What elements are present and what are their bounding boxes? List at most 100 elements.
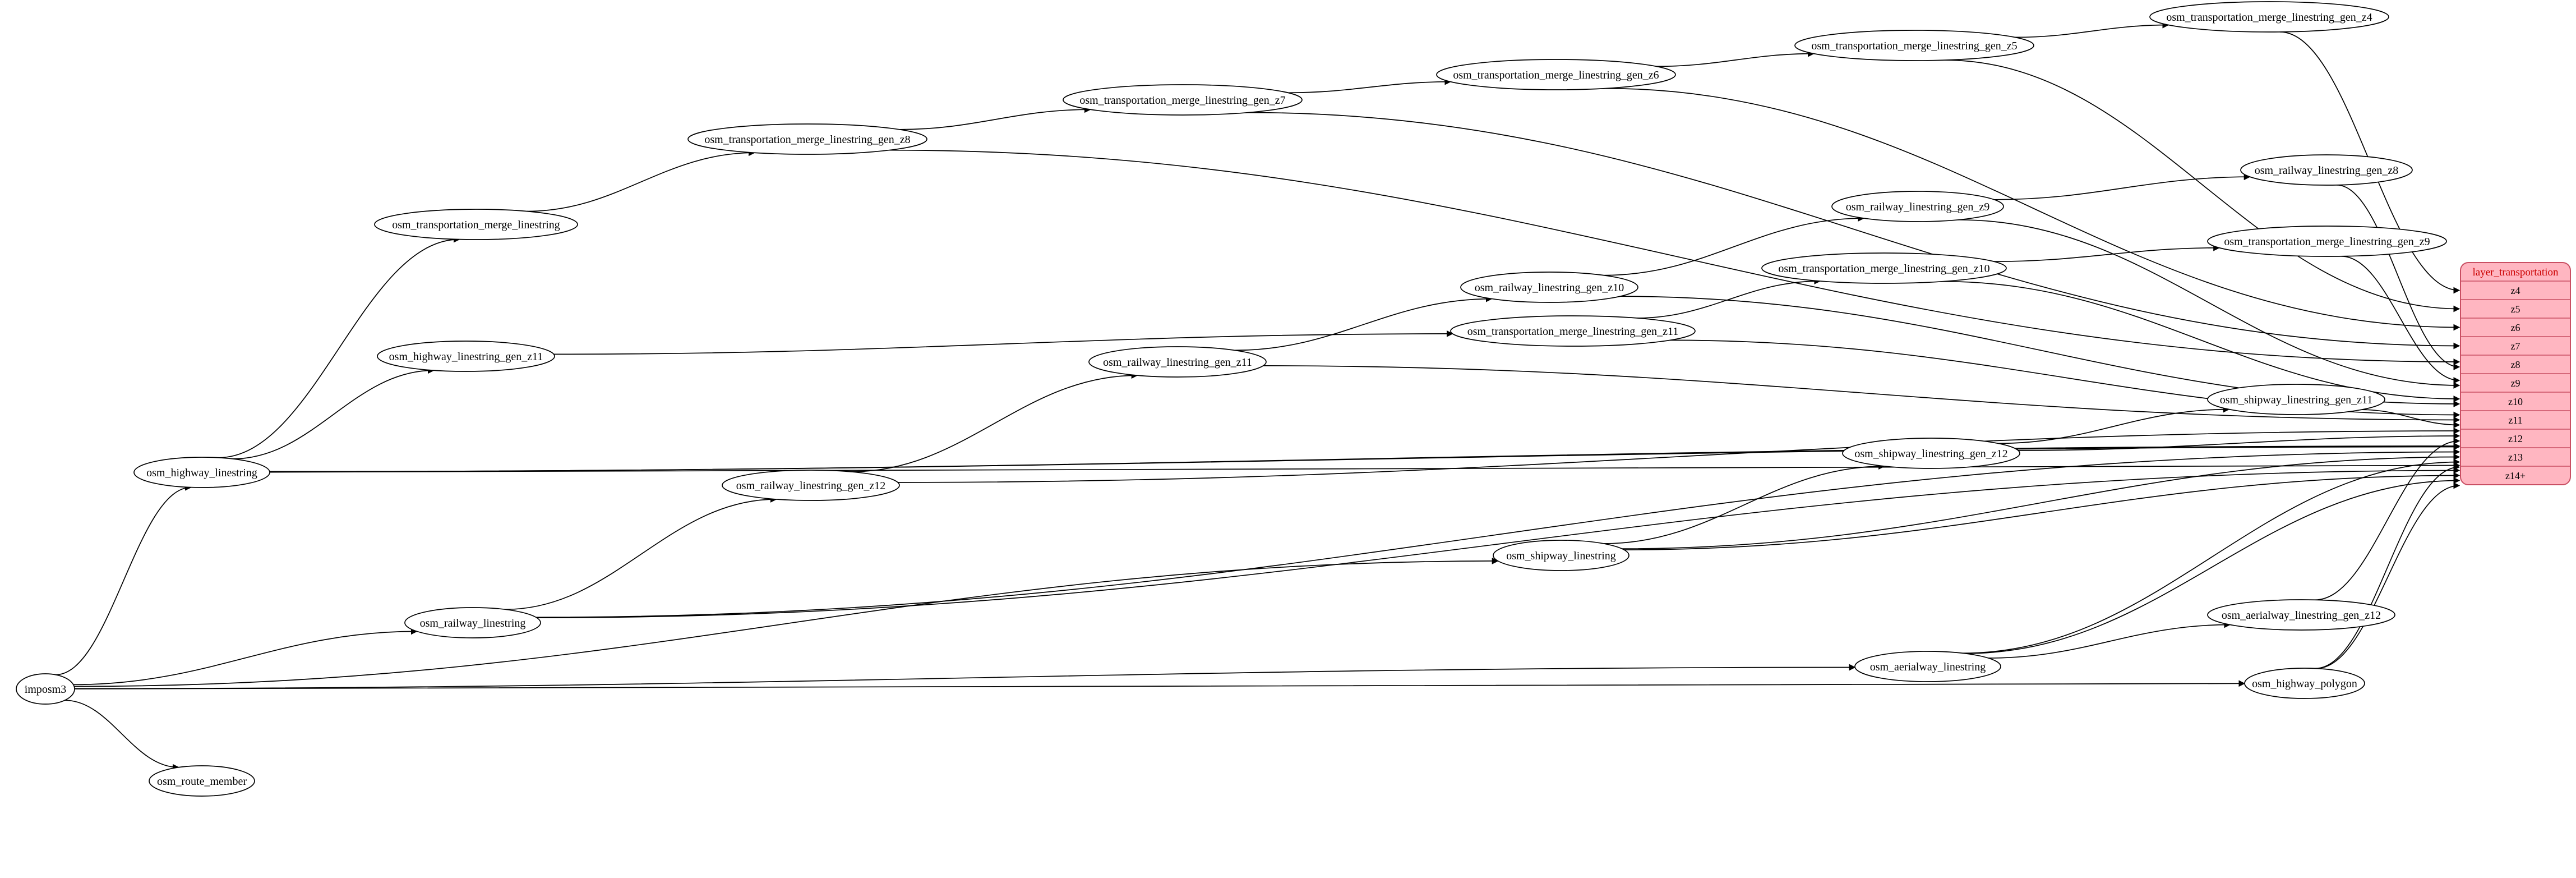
record-title: layer_transportation [2472,266,2559,278]
record-row-z13: z13 [2508,452,2523,463]
node-ellipse-osm_highway_polygon [2244,668,2365,699]
node-ellipse-osm_railway_linestring_gen_z8 [2240,154,2413,186]
record-row-z11: z11 [2508,415,2522,426]
edge-osm_railway_linestring_gen_z8-to-layer:z8 [2337,184,2460,370]
edge-osm_transportation_merge_linestring_gen_z5-to-layer:z5 [1945,59,2460,312]
edge-osm_aerialway_linestring-to-layer:z14+ [1965,477,2460,654]
graph-node-osm_railway_linestring_gen_z9: osm_railway_linestring_gen_z9 [1831,191,2004,222]
edge-osm_railway_linestring_gen_z9-to-layer:z9 [1958,219,2460,389]
record-row-z7: z7 [2511,341,2520,352]
edge-osm_railway_linestring_gen_z9-to-osm_railway_linestring_gen_z8 [1994,173,2251,200]
edge-osm_highway_polygon-to-layer:z14+ [2316,482,2460,669]
graph-node-osm_railway_linestring_gen_z12: osm_railway_linestring_gen_z12 [722,470,900,501]
node-label-osm_shipway_linestring_gen_z12: osm_shipway_linestring_gen_z12 [1854,448,2007,460]
node-label-imposm3: imposm3 [25,683,66,696]
node-ellipse-osm_aerialway_linestring_gen_z12 [2207,599,2395,631]
node-label-osm_transportation_merge_linestring_gen_z7: osm_transportation_merge_linestring_gen_… [1079,94,1285,107]
edge-osm_highway_polygon-to-layer:z13 [2315,463,2460,669]
node-label-osm_railway_linestring_gen_z11: osm_railway_linestring_gen_z11 [1103,356,1252,369]
edge-osm_highway_linestring-to-layer:z13 [269,443,2460,472]
edge-osm_railway_linestring_gen_z11-to-osm_railway_linestring_gen_z10 [1235,295,1493,351]
graph-node-osm_transportation_merge_linestring_gen_z11: osm_transportation_merge_linestring_gen_… [1450,315,1696,347]
node-layer: imposm3 osm_route_member osm_highway_lines… [16,1,2447,797]
record-row-z10: z10 [2508,396,2523,407]
node-ellipse-osm_railway_linestring_gen_z9 [1831,191,2004,222]
edge-imposm3-to-osm_route_member [64,700,179,771]
record-row-z14+: z14+ [2505,470,2526,481]
node-ellipse-osm_highway_linestring_gen_z11 [377,341,555,372]
edge-osm_transportation_merge_linestring_gen_z5-to-osm_transportation_merge_linestring_gen_z4 [2015,21,2169,38]
graph-node-osm_transportation_merge_linestring_gen_z5: osm_transportation_merge_linestring_gen_… [1794,30,2034,61]
node-ellipse-osm_aerialway_linestring [1854,651,2001,682]
edge-osm_shipway_linestring_gen_z11-to-layer:z11 [2361,409,2460,429]
node-label-osm_transportation_merge_linestring_gen_z11: osm_transportation_merge_linestring_gen_… [1467,325,1679,338]
node-label-osm_railway_linestring_gen_z8: osm_railway_linestring_gen_z8 [2255,164,2399,177]
edge-imposm3-to-osm_railway_linestring [73,628,418,686]
edge-osm_transportation_merge_linestring_gen_z7-to-osm_transportation_merge_linestring_gen_z6 [1287,78,1452,94]
edge-osm_transportation_merge_linestring_gen_z11-to-osm_transportation_merge_linestring_gen_z10 [1636,278,1821,319]
edge-osm_railway_linestring_gen_z12-to-osm_railway_linestring_gen_z11 [851,372,1138,472]
edge-imposm3-to-osm_shipway_linestring [74,557,1499,687]
node-label-osm_railway_linestring: osm_railway_linestring [420,617,526,629]
node-ellipse-osm_railway_linestring_gen_z12 [722,470,900,501]
graph-node-osm_shipway_linestring_gen_z12: osm_shipway_linestring_gen_z12 [1842,438,2020,469]
node-label-osm_transportation_merge_linestring_gen_z9: osm_transportation_merge_linestring_gen_… [2224,236,2430,248]
node-ellipse-osm_transportation_merge_linestring_gen_z4 [2149,1,2389,33]
graph-node-osm_railway_linestring: osm_railway_linestring [404,607,541,638]
edge-osm_transportation_merge_linestring_gen_z10-to-osm_transportation_merge_linestring_gen_z9 [1993,244,2220,262]
graph-node-osm_route_member: osm_route_member [149,765,255,797]
edge-osm_shipway_linestring_gen_z12-to-layer:z12 [2018,433,2460,451]
node-label-osm_aerialway_linestring_gen_z12: osm_aerialway_linestring_gen_z12 [2222,609,2381,622]
node-ellipse-osm_railway_linestring_gen_z11 [1088,346,1267,378]
edge-osm_highway_linestring_gen_z11-to-osm_transportation_merge_linestring_gen_z11 [553,330,1453,355]
record-layer-transportation: layer_transportationz4z5z6z7z8z9z10z11z1… [2460,262,2571,485]
node-ellipse-imposm3 [16,673,75,705]
node-ellipse-osm_railway_linestring [404,607,541,638]
node-label-osm_route_member: osm_route_member [157,775,247,788]
node-label-osm_shipway_linestring_gen_z11: osm_shipway_linestring_gen_z11 [2220,394,2373,406]
graph-node-osm_shipway_linestring_gen_z11: osm_shipway_linestring_gen_z11 [2207,384,2385,415]
record-row-z4: z4 [2511,285,2520,296]
node-label-osm_highway_polygon: osm_highway_polygon [2252,678,2357,690]
edge-osm_railway_linestring-to-osm_railway_linestring_gen_z12 [505,495,777,610]
graph-node-osm_transportation_merge_linestring_gen_z9: osm_transportation_merge_linestring_gen_… [2207,226,2447,257]
graph-node-osm_transportation_merge_linestring_gen_z10: osm_transportation_merge_linestring_gen_… [1761,252,2007,284]
edge-osm_shipway_linestring-to-layer:z13 [1622,453,2460,549]
node-ellipse-osm_transportation_merge_linestring [374,209,578,240]
graph-node-osm_railway_linestring_gen_z10: osm_railway_linestring_gen_z10 [1460,272,1638,303]
edge-osm_aerialway_linestring_gen_z12-to-layer:z12 [2315,438,2460,601]
edge-osm_railway_linestring_gen_z12-to-layer:z12 [898,427,2460,483]
graph-node-osm_railway_linestring_gen_z11: osm_railway_linestring_gen_z11 [1088,346,1267,378]
edge-osm_railway_linestring-to-layer:z13 [535,448,2460,618]
edge-imposm3-to-osm_highway_polygon [74,680,2246,689]
edge-osm_shipway_linestring-to-osm_shipway_linestring_gen_z12 [1604,463,1885,544]
node-label-osm_highway_linestring: osm_highway_linestring [146,467,257,479]
node-label-osm_shipway_linestring: osm_shipway_linestring [1506,550,1616,562]
graph-node-osm_aerialway_linestring_gen_z12: osm_aerialway_linestring_gen_z12 [2207,599,2395,631]
edge-osm_shipway_linestring_gen_z12-to-osm_shipway_linestring_gen_z11 [1998,406,2230,444]
edge-osm_aerialway_linestring-to-layer:z13 [1962,458,2460,654]
edge-osm_highway_linestring-to-layer:z14+ [269,462,2460,473]
edge-osm_railway_linestring-to-layer:z14+ [537,467,2460,619]
node-ellipse-osm_transportation_merge_linestring_gen_z9 [2207,226,2447,257]
record-row-z8: z8 [2511,359,2520,370]
graph-node-osm_highway_polygon: osm_highway_polygon [2244,668,2365,699]
node-label-osm_transportation_merge_linestring_gen_z10: osm_transportation_merge_linestring_gen_… [1778,263,1989,275]
edge-osm_highway_linestring-to-osm_highway_linestring_gen_z11 [232,367,435,459]
node-label-osm_railway_linestring_gen_z9: osm_railway_linestring_gen_z9 [1846,201,1990,213]
edge-osm_shipway_linestring-to-layer:z14+ [1624,472,2460,550]
node-ellipse-osm_transportation_merge_linestring_gen_z6 [1436,59,1676,90]
graph-node-osm_highway_linestring_gen_z11: osm_highway_linestring_gen_z11 [377,341,555,372]
node-ellipse-osm_railway_linestring_gen_z10 [1460,272,1638,303]
edge-osm_railway_linestring_gen_z10-to-osm_railway_linestring_gen_z9 [1604,215,1865,276]
node-ellipse-osm_shipway_linestring [1493,540,1629,571]
edge-osm_transportation_merge_linestring_gen_z6-to-osm_transportation_merge_linestring_gen_z5 [1656,50,1815,67]
graph-node-osm_transportation_merge_linestring: osm_transportation_merge_linestring [374,209,578,240]
node-label-osm_railway_linestring_gen_z10: osm_railway_linestring_gen_z10 [1475,282,1624,294]
node-label-osm_highway_linestring_gen_z11: osm_highway_linestring_gen_z11 [389,351,543,363]
edge-osm_railway_linestring_gen_z11-to-layer:z11 [1263,365,2460,424]
node-label-osm_transportation_merge_linestring_gen_z8: osm_transportation_merge_linestring_gen_… [704,134,910,146]
node-label-osm_transportation_merge_linestring_gen_z4: osm_transportation_merge_linestring_gen_… [2166,11,2372,24]
